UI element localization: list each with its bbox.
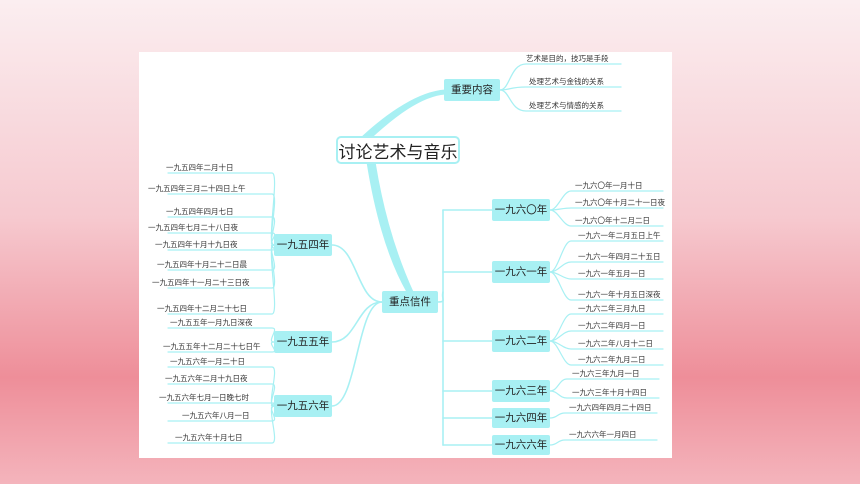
leaf-1962-1: 一九六二年三月九日 <box>578 304 646 313</box>
leaf-1956-2: 一九五六年二月十九日夜 <box>165 374 248 383</box>
leaf-1956-4: 一九五六年八月一日 <box>182 411 250 420</box>
link-1963-0 <box>549 378 660 392</box>
link-1955-1 <box>167 341 276 353</box>
leaf-1955-2: 一九五五年十二月二十七日午 <box>163 342 261 351</box>
year-node-1963: 一九六三年 <box>492 380 550 402</box>
link-1956-4 <box>167 405 276 444</box>
leaf-1954-4: 一九五四年七月二十八日夜 <box>148 223 238 232</box>
leaf-1960-2: 一九六〇年十月二十一日夜 <box>575 198 665 207</box>
link-1961-0 <box>549 240 664 273</box>
leaf-content-2: 处理艺术与金钱的关系 <box>529 77 604 86</box>
leaf-1954-2: 一九五四年三月二十四日上午 <box>148 184 246 193</box>
leaf-1961-3: 一九六一年五月一日 <box>578 269 646 278</box>
leaf-1960-3: 一九六〇年十二月二日 <box>575 216 650 225</box>
mindmap-connectors <box>167 63 664 446</box>
link-1961-1 <box>549 261 664 273</box>
leaf-1956-5: 一九五六年十月七日 <box>175 433 243 442</box>
leaf-1962-3: 一九六二年八月十二日 <box>578 339 653 348</box>
link-1966-0 <box>549 439 658 446</box>
leaf-1962-2: 一九六二年四月一日 <box>578 321 646 330</box>
link-1964-0 <box>549 412 658 419</box>
link-1954-1 <box>167 193 276 246</box>
leaf-1954-1: 一九五四年二月十日 <box>166 163 234 172</box>
branch-important-content: 重要内容 <box>444 79 500 101</box>
leaf-1956-3: 一九五六年七月一日晚七时 <box>159 393 249 402</box>
leaf-1963-1: 一九六三年九月一日 <box>572 369 640 378</box>
year-node-1960: 一九六〇年 <box>492 199 550 221</box>
link-1963-1 <box>549 390 660 399</box>
year-node-1954: 一九五四年 <box>274 234 332 256</box>
mindmap-panel: 讨论艺术与音乐 重要内容 艺术是目的，技巧是手段 处理艺术与金钱的关系 处理艺术… <box>139 52 672 458</box>
leaf-1954-8: 一九五四年十二月二十七日 <box>157 304 247 313</box>
leaf-1963-2: 一九六三年十月十四日 <box>572 388 647 397</box>
leaf-1961-4: 一九六一年十月五日深夜 <box>578 290 661 299</box>
link-1954-7 <box>167 244 276 315</box>
link-letters-1954 <box>331 244 383 303</box>
leaf-1964-1: 一九六四年四月二十四日 <box>569 403 652 412</box>
leaf-1960-1: 一九六〇年一月十日 <box>575 181 643 190</box>
leaf-1954-7: 一九五四年十一月二十三日夜 <box>152 278 250 287</box>
leaf-1955-1: 一九五五年一月九日深夜 <box>170 318 253 327</box>
link-letters-1956 <box>331 301 383 407</box>
link-1960-1 <box>549 207 664 211</box>
leaf-1962-4: 一九六二年九月二日 <box>578 355 646 364</box>
leaf-content-3: 处理艺术与情感的关系 <box>529 101 604 110</box>
year-node-1956: 一九五六年 <box>274 395 332 417</box>
link-1956-2 <box>167 402 276 407</box>
leaf-1961-2: 一九六一年四月二十五日 <box>578 252 661 261</box>
year-node-1961: 一九六一年 <box>492 261 550 283</box>
year-node-1955: 一九五五年 <box>274 331 332 353</box>
link-1955-0 <box>167 327 276 343</box>
link-1961-3 <box>549 271 664 301</box>
link-1960-2 <box>549 209 664 227</box>
root-node: 讨论艺术与音乐 <box>336 136 460 164</box>
link-content-0 <box>499 63 622 91</box>
trunk-to-content <box>361 89 446 139</box>
branch-key-letters: 重点信件 <box>382 291 438 313</box>
year-node-1966: 一九六六年 <box>492 435 550 455</box>
leaf-content-1: 艺术是目的，技巧是手段 <box>526 54 609 63</box>
leaf-1954-3: 一九五四年四月七日 <box>166 207 234 216</box>
leaf-1966-1: 一九六六年一月四日 <box>569 430 637 439</box>
trunk-to-letters <box>366 161 414 293</box>
year-node-1962: 一九六二年 <box>492 330 550 352</box>
link-letters-1955 <box>331 301 383 343</box>
leaf-1954-5: 一九五四年十月十九日夜 <box>155 240 238 249</box>
year-node-1964: 一九六四年 <box>492 408 550 428</box>
link-1962-1 <box>549 330 664 342</box>
leaf-1954-6: 一九五四年十月二十二日晨 <box>157 260 247 269</box>
link-1962-3 <box>549 340 664 366</box>
leaf-1961-1: 一九六一年二月五日上午 <box>578 231 661 240</box>
link-content-1 <box>499 86 622 91</box>
link-1960-0 <box>549 190 664 211</box>
leaf-1956-1: 一九五六年一月二十日 <box>170 357 245 366</box>
link-content-2 <box>499 89 622 112</box>
